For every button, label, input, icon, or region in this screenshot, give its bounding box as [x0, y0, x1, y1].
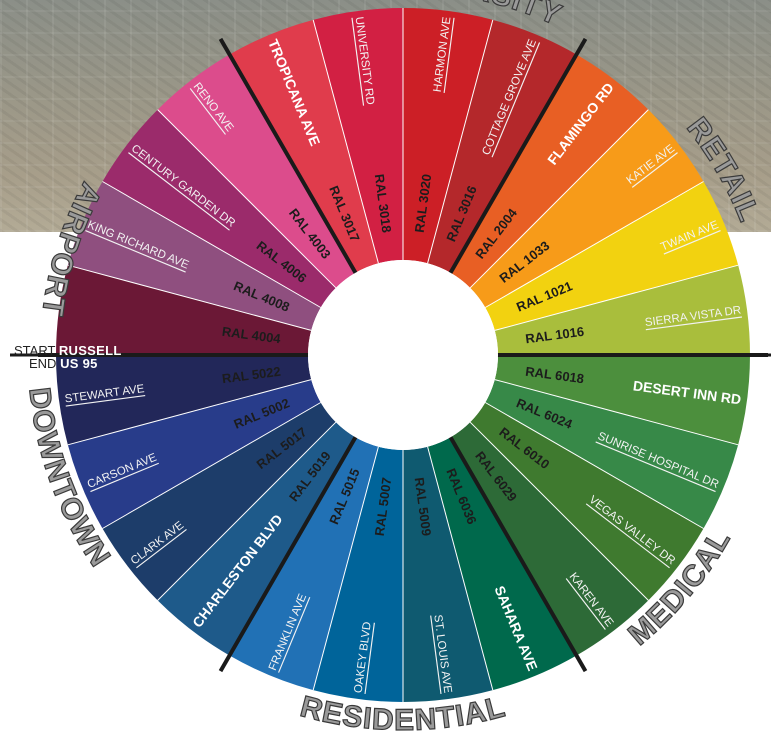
- sector-ral-5007: [313, 446, 403, 702]
- sector-ral-4004: [56, 265, 312, 355]
- sector-ral-6018: [494, 355, 750, 445]
- sector-separator: [67, 379, 312, 446]
- divider-ral-3017: [218, 37, 360, 278]
- sector-ral-5009: [403, 446, 493, 702]
- sector-separator: [157, 109, 337, 289]
- wheel-sectors: [56, 8, 750, 702]
- sector-ral-5017: [102, 402, 336, 601]
- sector-separator: [494, 264, 739, 331]
- divider-ral-2004: [446, 37, 588, 278]
- sector-separator: [494, 379, 739, 446]
- sector-ral-6010: [470, 402, 704, 601]
- sector-separator: [469, 109, 649, 289]
- sector-ral-3017: [229, 19, 379, 273]
- sector-separator: [102, 181, 321, 308]
- sector-ral-6036: [427, 437, 577, 691]
- start-end-label: START RUSSELL END US 95: [14, 344, 134, 370]
- sector-ral-3020: [403, 8, 493, 264]
- sector-separator: [469, 421, 649, 601]
- start-word: START: [14, 343, 56, 358]
- sector-ral-1016: [494, 265, 750, 355]
- sector-ral-5015: [229, 437, 379, 691]
- sector-separator: [157, 421, 337, 601]
- sector-ral-2004: [450, 54, 649, 288]
- sector-separator: [427, 446, 494, 691]
- sector-separator: [427, 19, 494, 264]
- sector-ral-4003: [157, 54, 356, 288]
- sector-ral-5019: [157, 422, 356, 656]
- start-line: START RUSSELL: [14, 344, 134, 357]
- sector-separator: [312, 446, 379, 691]
- sector-separator: [67, 264, 312, 331]
- start-street: RUSSELL: [58, 343, 122, 358]
- sector-ral-1021: [485, 181, 739, 331]
- end-word: END: [29, 356, 57, 371]
- sector-separator: [312, 19, 379, 264]
- sector-separator: [102, 402, 321, 529]
- sector-ral-4008: [67, 181, 321, 331]
- end-line: END US 95: [14, 357, 134, 370]
- major-dividers: [10, 37, 771, 673]
- divider-ral-6036: [446, 432, 588, 673]
- sector-separator: [485, 181, 704, 308]
- sector-ral-5002: [67, 379, 321, 529]
- sector-separator: [485, 402, 704, 529]
- sector-ral-5022: [56, 355, 312, 445]
- center-hub: [308, 260, 498, 450]
- sector-ral-6024: [485, 379, 739, 529]
- divider-ral-5019: [218, 432, 360, 673]
- sector-ral-4006: [102, 109, 336, 308]
- sector-ral-3016: [427, 19, 577, 273]
- sector-ral-6029: [450, 422, 649, 656]
- sector-ral-1033: [470, 109, 704, 308]
- end-street: US 95: [60, 356, 98, 371]
- sector-ral-3018: [313, 8, 403, 264]
